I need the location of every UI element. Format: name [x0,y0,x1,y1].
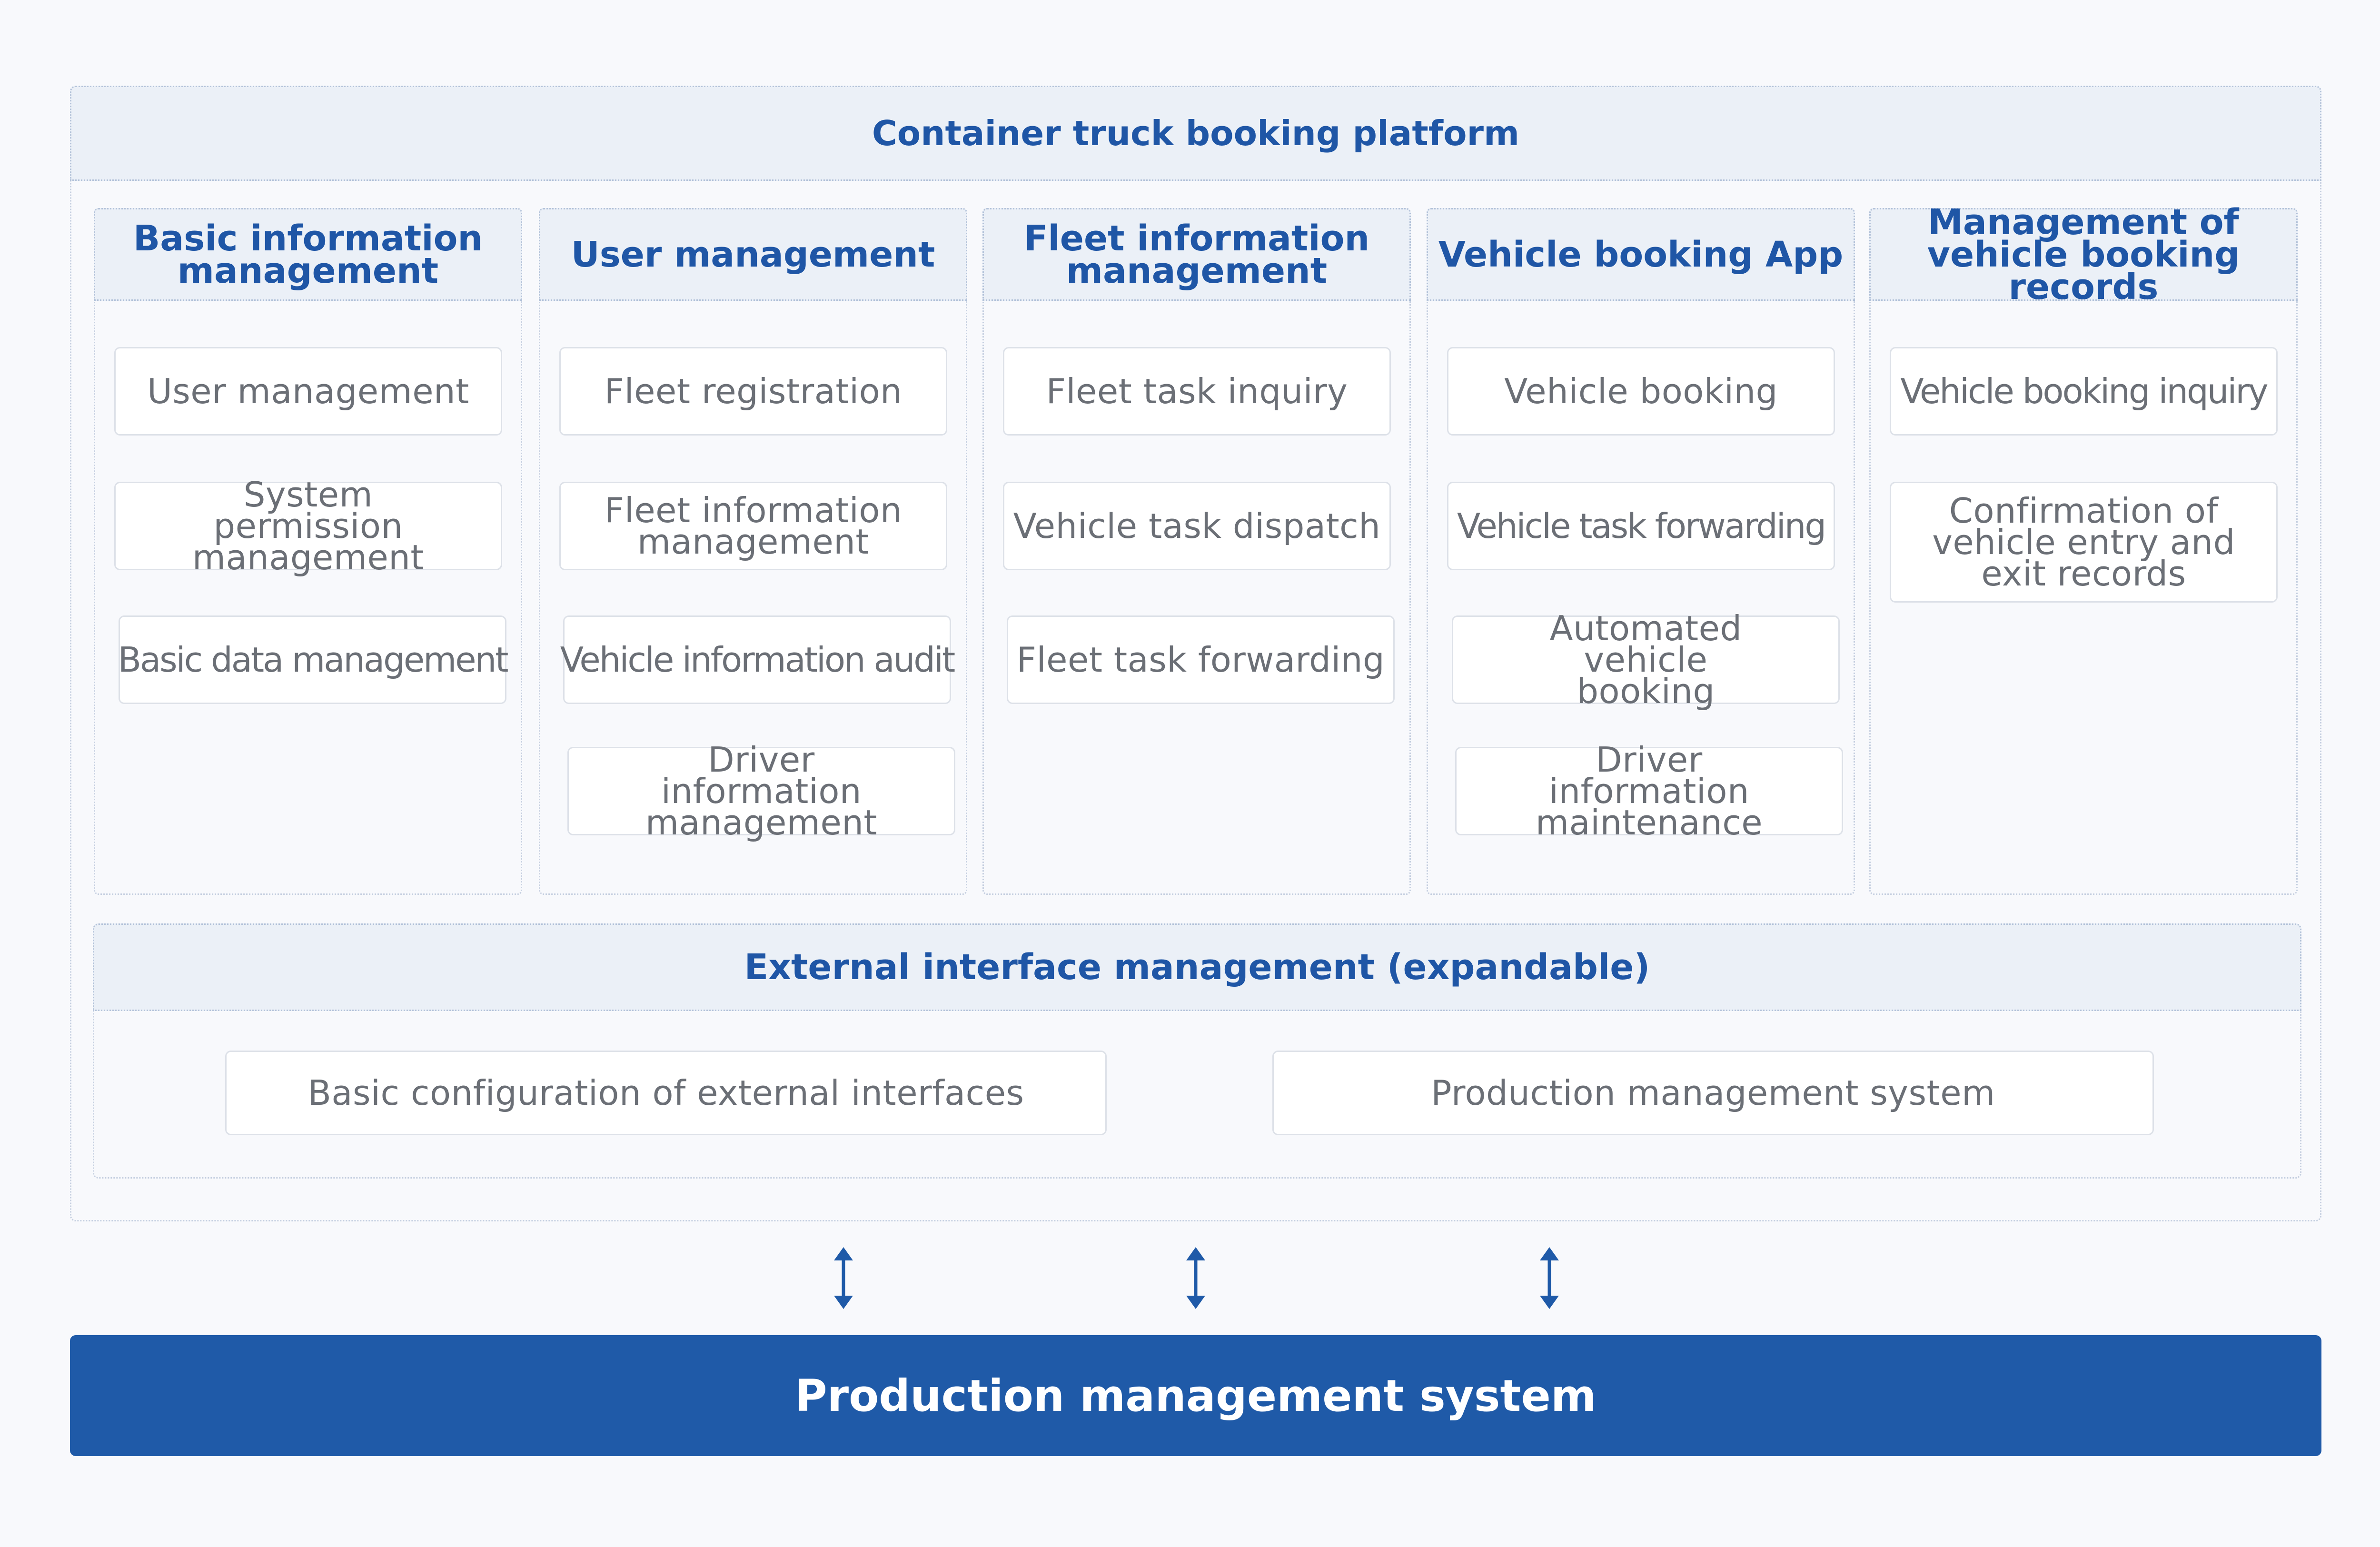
item-vehicle-task-dispatch[interactable]: Vehicle task dispatch [1003,482,1391,570]
item-automated-vehicle-booking[interactable]: Automated vehicle booking [1452,611,1840,708]
external-interface-title: External interface management (expandabl… [93,923,2301,1011]
platform-title: Container truck booking platform [70,86,2321,181]
module-title-vehicle-booking-app: Vehicle booking App [1427,208,1855,301]
item-fleet-task-inquiry[interactable]: Fleet task inquiry [1003,347,1391,436]
item-vehicle-information-audit[interactable]: Vehicle information audit [560,615,955,704]
module-title-line: Basic information [133,218,483,259]
module-title-booking-records: Management of vehicle booking records [1869,201,2298,307]
item-user-management[interactable]: User management [114,347,502,436]
bidirectional-arrow-icon [834,1247,853,1309]
bidirectional-arrow-icon [1540,1247,1559,1309]
item-fleet-task-forwarding[interactable]: Fleet task forwarding [1007,615,1395,704]
item-basic-data-management[interactable]: Basic data management [118,615,508,704]
module-title-line: Fleet information [1023,218,1370,259]
module-title-user-management: User management [539,208,967,301]
item-vehicle-booking-inquiry[interactable]: Vehicle booking inquiry [1890,347,2278,436]
bidirectional-arrow-icon [1186,1247,1205,1309]
module-title-fleet-information: Fleet information management [982,208,1411,301]
module-title-line: management [177,250,439,291]
item-driver-information-maintenance[interactable]: Driver information maintenance [1455,743,1843,840]
item-vehicle-task-forwarding[interactable]: Vehicle task forwarding [1447,482,1835,570]
item-fleet-registration[interactable]: Fleet registration [559,347,947,436]
module-title-line: management [1066,250,1328,291]
item-confirmation-entry-exit-records[interactable]: Confirmation of vehicle entry and exit r… [1890,482,2278,603]
item-fleet-information-management[interactable]: Fleet information management [559,482,947,570]
item-driver-information-management[interactable]: Driver information management [567,743,955,840]
production-management-system-bar: Production management system [70,1335,2321,1456]
module-title-line: vehicle booking records [1927,234,2240,307]
module-title-basic-information: Basic information management [94,208,522,301]
module-title-line: Management of [1928,201,2239,243]
module-title-line: User management [571,234,935,275]
item-basic-configuration-external-interfaces[interactable]: Basic configuration of external interfac… [225,1051,1107,1135]
item-external-production-management-system[interactable]: Production management system [1272,1051,2154,1135]
module-title-line: Vehicle booking App [1438,234,1844,275]
item-system-permission-management[interactable]: System permission management [114,477,502,575]
item-vehicle-booking[interactable]: Vehicle booking [1447,347,1835,436]
